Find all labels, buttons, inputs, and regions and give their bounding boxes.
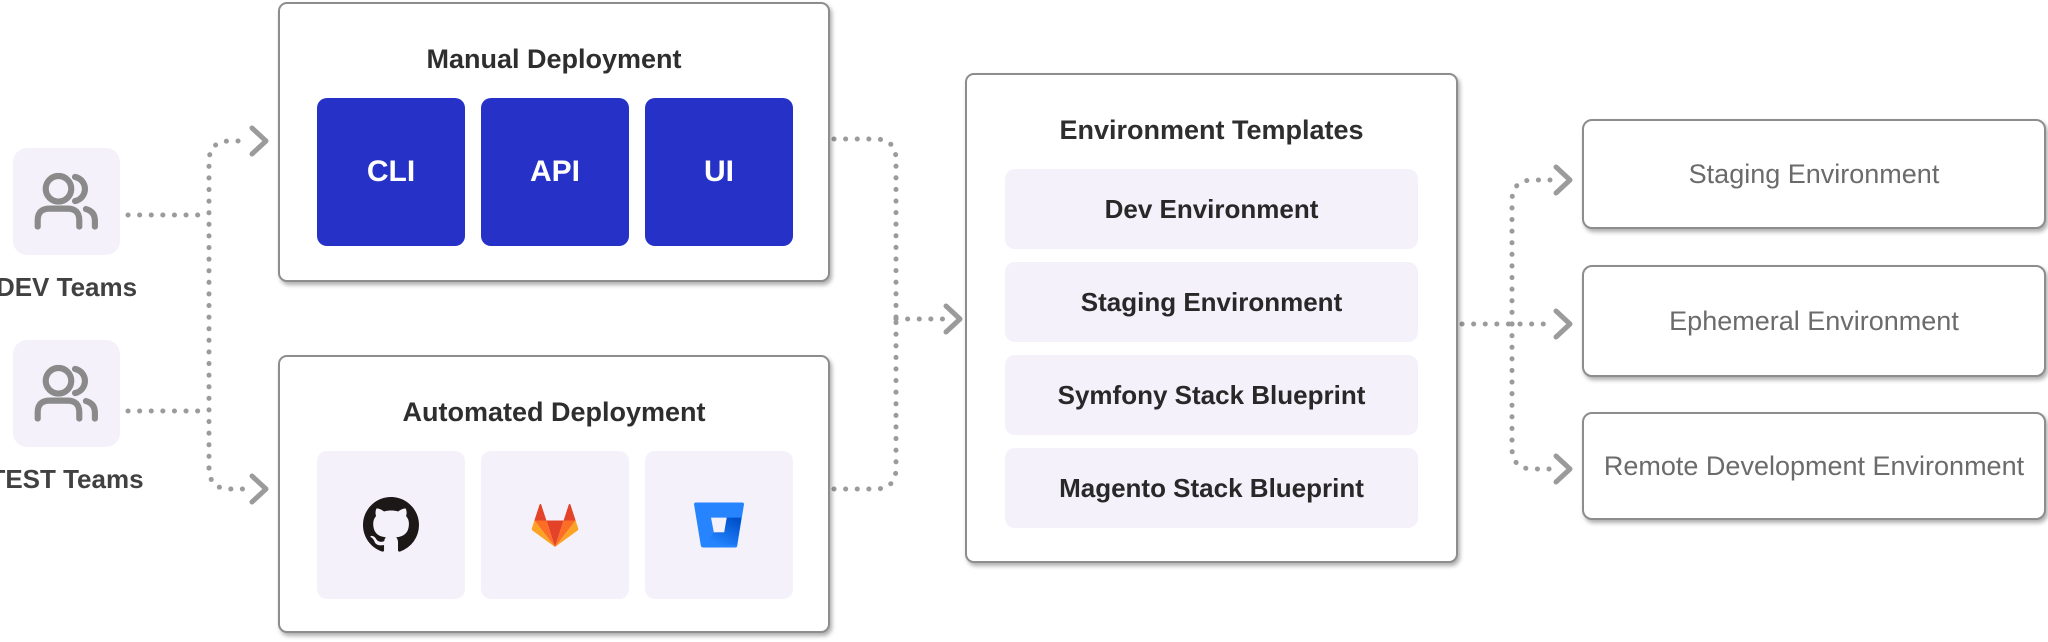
test-teams-node: TEST Teams bbox=[0, 340, 144, 495]
template-dev-environment: Dev Environment bbox=[1005, 169, 1418, 249]
remote-development-environment-box: Remote Development Environment bbox=[1582, 412, 2046, 520]
environment-templates-list: Dev Environment Staging Environment Symf… bbox=[1005, 169, 1418, 528]
connector-automated-out bbox=[831, 317, 899, 492]
arrowhead-manual bbox=[249, 125, 269, 157]
github-tile bbox=[317, 451, 465, 599]
manual-deployment-panel: Manual Deployment CLI API UI bbox=[278, 2, 830, 282]
test-teams-label: TEST Teams bbox=[0, 464, 144, 494]
ui-tile: UI bbox=[645, 98, 793, 246]
template-symfony-stack-blueprint: Symfony Stack Blueprint bbox=[1005, 355, 1418, 435]
automated-deployment-tiles bbox=[317, 451, 793, 599]
bitbucket-icon bbox=[693, 502, 744, 548]
template-magento-stack-blueprint: Magento Stack Blueprint bbox=[1005, 448, 1418, 528]
connector-left-vertical-top bbox=[206, 138, 249, 471]
users-icon bbox=[34, 364, 98, 422]
template-staging-environment: Staging Environment bbox=[1005, 262, 1418, 342]
gitlab-tile bbox=[481, 451, 629, 599]
staging-environment-box: Staging Environment bbox=[1582, 119, 2046, 229]
arrowhead-templates bbox=[943, 303, 963, 335]
connector-right-vertical-top bbox=[1509, 177, 1553, 327]
dev-teams-tile bbox=[13, 148, 120, 255]
connector-right-vertical-bottom bbox=[1509, 321, 1553, 472]
arrowhead-remote bbox=[1553, 453, 1573, 485]
arrowhead-ephemeral bbox=[1553, 308, 1573, 340]
dev-teams-node: DEV Teams bbox=[0, 148, 137, 303]
connector-left-vertical-bottom bbox=[206, 465, 249, 492]
automated-deployment-panel: Automated Deployment bbox=[278, 355, 830, 633]
ephemeral-environment-box: Ephemeral Environment bbox=[1582, 265, 2046, 377]
manual-deployment-title: Manual Deployment bbox=[426, 44, 682, 74]
manual-deployment-tiles: CLI API UI bbox=[317, 98, 793, 246]
test-teams-tile bbox=[13, 340, 120, 447]
gitlab-icon bbox=[531, 504, 579, 547]
arrowhead-staging bbox=[1553, 164, 1573, 196]
environment-templates-title: Environment Templates bbox=[1059, 115, 1364, 145]
connector-manual-out bbox=[831, 136, 899, 321]
users-icon bbox=[34, 172, 98, 230]
api-tile: API bbox=[481, 98, 629, 246]
github-icon bbox=[363, 497, 419, 552]
environment-templates-panel: Environment Templates Dev Environment St… bbox=[965, 73, 1458, 563]
bitbucket-tile bbox=[645, 451, 793, 599]
automated-deployment-title: Automated Deployment bbox=[402, 397, 706, 427]
dev-teams-label: DEV Teams bbox=[0, 272, 138, 302]
arrowhead-automated bbox=[249, 473, 269, 505]
cli-tile: CLI bbox=[317, 98, 465, 246]
